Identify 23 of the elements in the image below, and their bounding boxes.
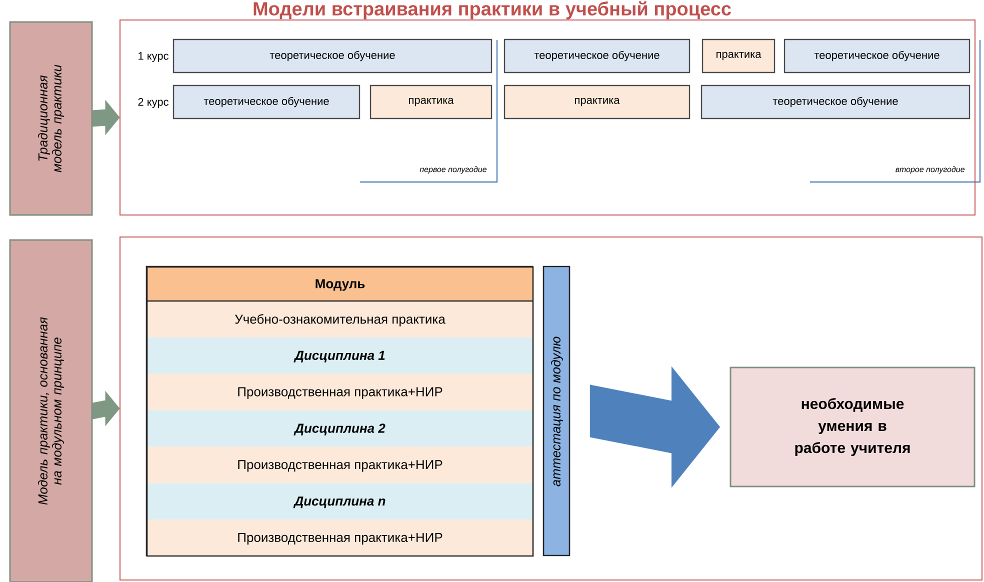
module-table: Модуль Учебно-ознакомительная практика Дисциплина 1 Производственная практика+НИР Дисциплина 2 Производственная практика+НИР Дисциплина n Производственная практика+НИР (146, 266, 534, 557)
block-arrow (92, 391, 120, 426)
course-label: 2 курс (138, 98, 169, 108)
semester-label: первое полугодие (420, 166, 486, 174)
panel-frame (120, 20, 976, 216)
semester-label: второе полугодие (896, 166, 964, 174)
block-arrow (92, 100, 120, 135)
side-heading-box: Модель практики, основанная на модульном принципе (9, 239, 93, 582)
schedule-box: теоретическое обучение (700, 84, 970, 120)
schedule-box: теоретическое обучение (172, 38, 492, 74)
block-arrow (590, 366, 720, 488)
title: Модели встраивания практики в учебный процесс (254, 1, 731, 20)
result-box: необходимые умения в работе учителя (730, 366, 976, 488)
schedule-box: теоретическое обучение (172, 84, 360, 120)
panel-frame (120, 236, 982, 580)
schedule-box: практика (370, 84, 492, 120)
schedule-box: теоретическое обучение (504, 38, 690, 74)
schedule-box: теоретическое обучение (784, 38, 970, 74)
attestation-bar: аттестация по модулю (542, 266, 570, 556)
schedule-box: практика (702, 38, 776, 74)
schedule-box: практика (504, 84, 690, 120)
course-label: 1 курс (138, 52, 169, 62)
side-heading-box: Традиционная модель практики (9, 21, 93, 216)
